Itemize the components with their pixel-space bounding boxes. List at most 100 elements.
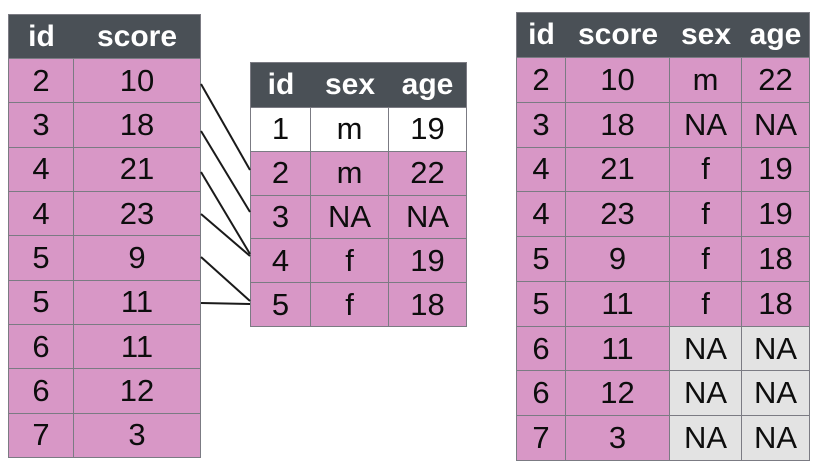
table-cell: 3 [251,194,311,239]
table-cell: 7 [9,412,74,457]
table-row: 5 11 [9,279,200,324]
table-cell: 19 [742,191,809,237]
table-cell: NA [389,194,466,239]
table-row: 6 11 NA NA [517,325,809,371]
table-cell-na: NA [742,370,809,416]
table-cell: 2 [9,58,74,103]
table-row: 4 21 f 19 [517,146,809,192]
column-header-age: age [401,68,454,101]
table-row: 6 12 NA NA [517,370,809,416]
table-cell-na: NA [670,325,742,371]
table-cell: 19 [389,238,466,283]
table-cell: 4 [517,146,566,192]
table-cell: 19 [742,146,809,192]
column-header-id: id [528,18,555,51]
table-row: 1 m 19 [251,107,466,151]
table-cell: 9 [566,236,670,281]
table-row: 3 NA NA [251,194,466,239]
table-cell: 3 [517,101,566,147]
table-cell: 5 [517,236,566,281]
table-cell: f [670,236,742,281]
table-cell-na: NA [742,415,809,461]
table-row: 4 23 [9,190,200,236]
table-row: 4 21 [9,146,200,191]
table-row: 3 18 [9,102,200,147]
table-cell: NA [311,194,389,239]
table-cell: 5 [251,282,311,326]
table-cell: NA [670,101,742,147]
table-row: 4 23 f 19 [517,191,809,237]
table-row: 5 11 f 18 [517,280,809,326]
column-header-id: id [28,19,55,53]
middle-table: id sex age 1 m 19 2 m 22 3 NA NA 4 f 19 … [250,62,467,327]
table-cell: 19 [389,107,466,151]
column-header-sex: sex [680,18,732,51]
right-table-header-row: id score sex age [517,13,809,57]
left-table-header-row: id score [9,15,200,58]
table-cell: f [670,146,742,192]
table-row: 4 f 19 [251,238,466,283]
table-cell: 11 [566,280,670,326]
table-row: 5 f 18 [251,282,466,326]
table-cell: 10 [566,57,670,102]
table-cell: 6 [517,370,566,416]
column-header-score: score [577,18,659,51]
table-cell: 21 [566,146,670,192]
table-cell: 22 [742,57,809,102]
table-cell-na: NA [670,370,742,416]
table-cell: 3 [566,415,670,461]
column-header-age: age [749,18,802,51]
table-row: 2 10 [9,58,200,103]
table-cell: 6 [9,368,74,413]
table-cell: f [670,191,742,237]
table-cell: f [311,238,389,283]
table-cell: 5 [9,279,74,324]
table-cell: 5 [9,235,74,280]
table-cell: 6 [517,325,566,371]
table-row: 5 9 [9,235,200,280]
table-cell: 6 [9,323,74,369]
left-table: id score 2 10 3 18 4 21 4 23 5 9 5 11 6 [8,14,201,458]
table-cell: 12 [566,370,670,416]
table-cell: 5 [517,280,566,326]
middle-table-header-row: id sex age [251,63,466,107]
table-cell: 4 [9,190,74,236]
table-cell: f [311,282,389,326]
table-cell: m [311,107,389,151]
table-cell: m [311,150,389,195]
table-cell: 22 [389,150,466,195]
table-cell: 10 [74,58,200,103]
column-header-score: score [96,19,178,53]
table-cell: 4 [251,238,311,283]
table-cell: 1 [251,107,311,151]
table-row: 7 3 NA NA [517,415,809,461]
table-cell: 12 [74,368,200,413]
table-row: 7 3 [9,412,200,457]
column-header-sex: sex [324,68,376,101]
table-cell: 3 [9,102,74,147]
table-cell: 11 [566,325,670,371]
table-cell: 18 [566,101,670,147]
table-cell-na: NA [670,415,742,461]
table-cell: 7 [517,415,566,461]
table-row: 3 18 NA NA [517,101,809,147]
column-header-id: id [267,68,295,101]
table-cell: 2 [517,57,566,102]
table-cell: 18 [389,282,466,326]
table-row: 6 11 [9,323,200,369]
table-cell: 4 [517,191,566,237]
table-cell: 9 [74,235,200,280]
table-cell: 18 [742,280,809,326]
right-table: id score sex age 2 10 m 22 3 18 NA NA 4 … [516,12,810,461]
table-cell: 23 [566,191,670,237]
table-cell: NA [742,101,809,147]
table-cell: f [670,280,742,326]
table-cell-na: NA [742,325,809,371]
table-cell: 11 [74,323,200,369]
table-row: 2 10 m 22 [517,57,809,102]
table-cell: 23 [74,190,200,236]
table-row: 2 m 22 [251,150,466,195]
table-cell: 21 [74,146,200,191]
table-cell: 4 [9,146,74,191]
